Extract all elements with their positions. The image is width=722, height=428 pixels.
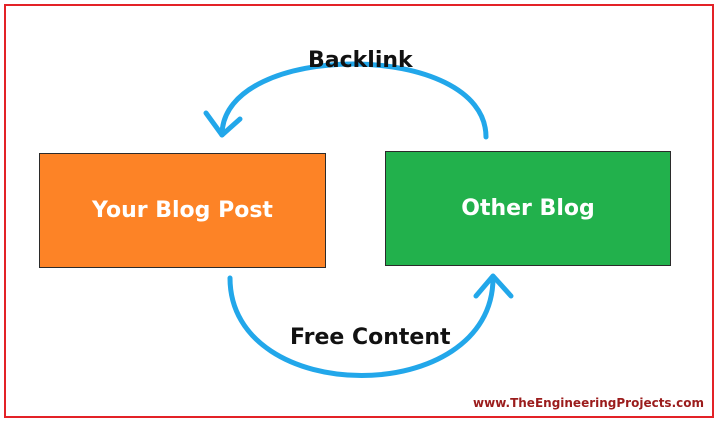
- node-your-blog-post-label: Your Blog Post: [92, 198, 273, 223]
- free-content-arrowhead: [473, 273, 514, 299]
- node-other-blog: Other Blog: [385, 151, 671, 266]
- free-content-arrow: [227, 275, 496, 378]
- watermark: www.TheEngineeringProjects.com: [473, 396, 704, 410]
- node-your-blog-post: Your Blog Post: [39, 153, 326, 268]
- backlink-arrowhead: [203, 110, 243, 138]
- node-other-blog-label: Other Blog: [461, 196, 595, 221]
- edge-label-backlink: Backlink: [308, 48, 413, 73]
- backlink-arrow: [219, 61, 489, 140]
- diagram-frame: [4, 4, 714, 418]
- edge-label-free-content: Free Content: [290, 325, 451, 350]
